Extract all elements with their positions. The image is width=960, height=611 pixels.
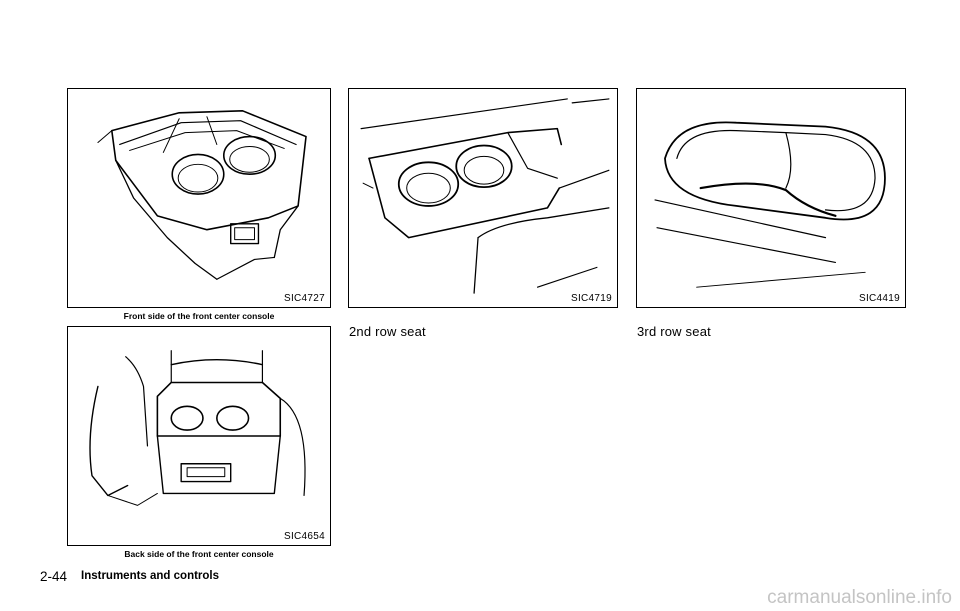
third-row-label: 3rd row seat: [637, 324, 711, 339]
figure-back-console: SIC4654: [67, 326, 331, 546]
page-number: 2-44: [40, 569, 68, 584]
figure-front-console: SIC4727: [67, 88, 331, 308]
figure-code: SIC4419: [858, 293, 900, 304]
second-row-label: 2nd row seat: [349, 324, 426, 339]
front-console-illustration: [97, 110, 307, 280]
figure-code: SIC4727: [283, 293, 325, 304]
figure-code: SIC4719: [570, 293, 612, 304]
section-title: Instruments and controls: [81, 570, 220, 582]
third-row-illustration: [654, 121, 886, 288]
figure-caption: Front side of the front center console: [123, 311, 275, 321]
watermark: carmanualsonline.info: [767, 587, 952, 608]
second-row-illustration: [360, 98, 610, 294]
back-console-illustration: [89, 350, 306, 506]
figure-caption: Back side of the front center console: [124, 549, 274, 559]
figure-second-row-seat: SIC4719: [348, 88, 618, 308]
figure-code: SIC4654: [283, 531, 325, 542]
figure-third-row-seat: SIC4419: [636, 88, 906, 308]
